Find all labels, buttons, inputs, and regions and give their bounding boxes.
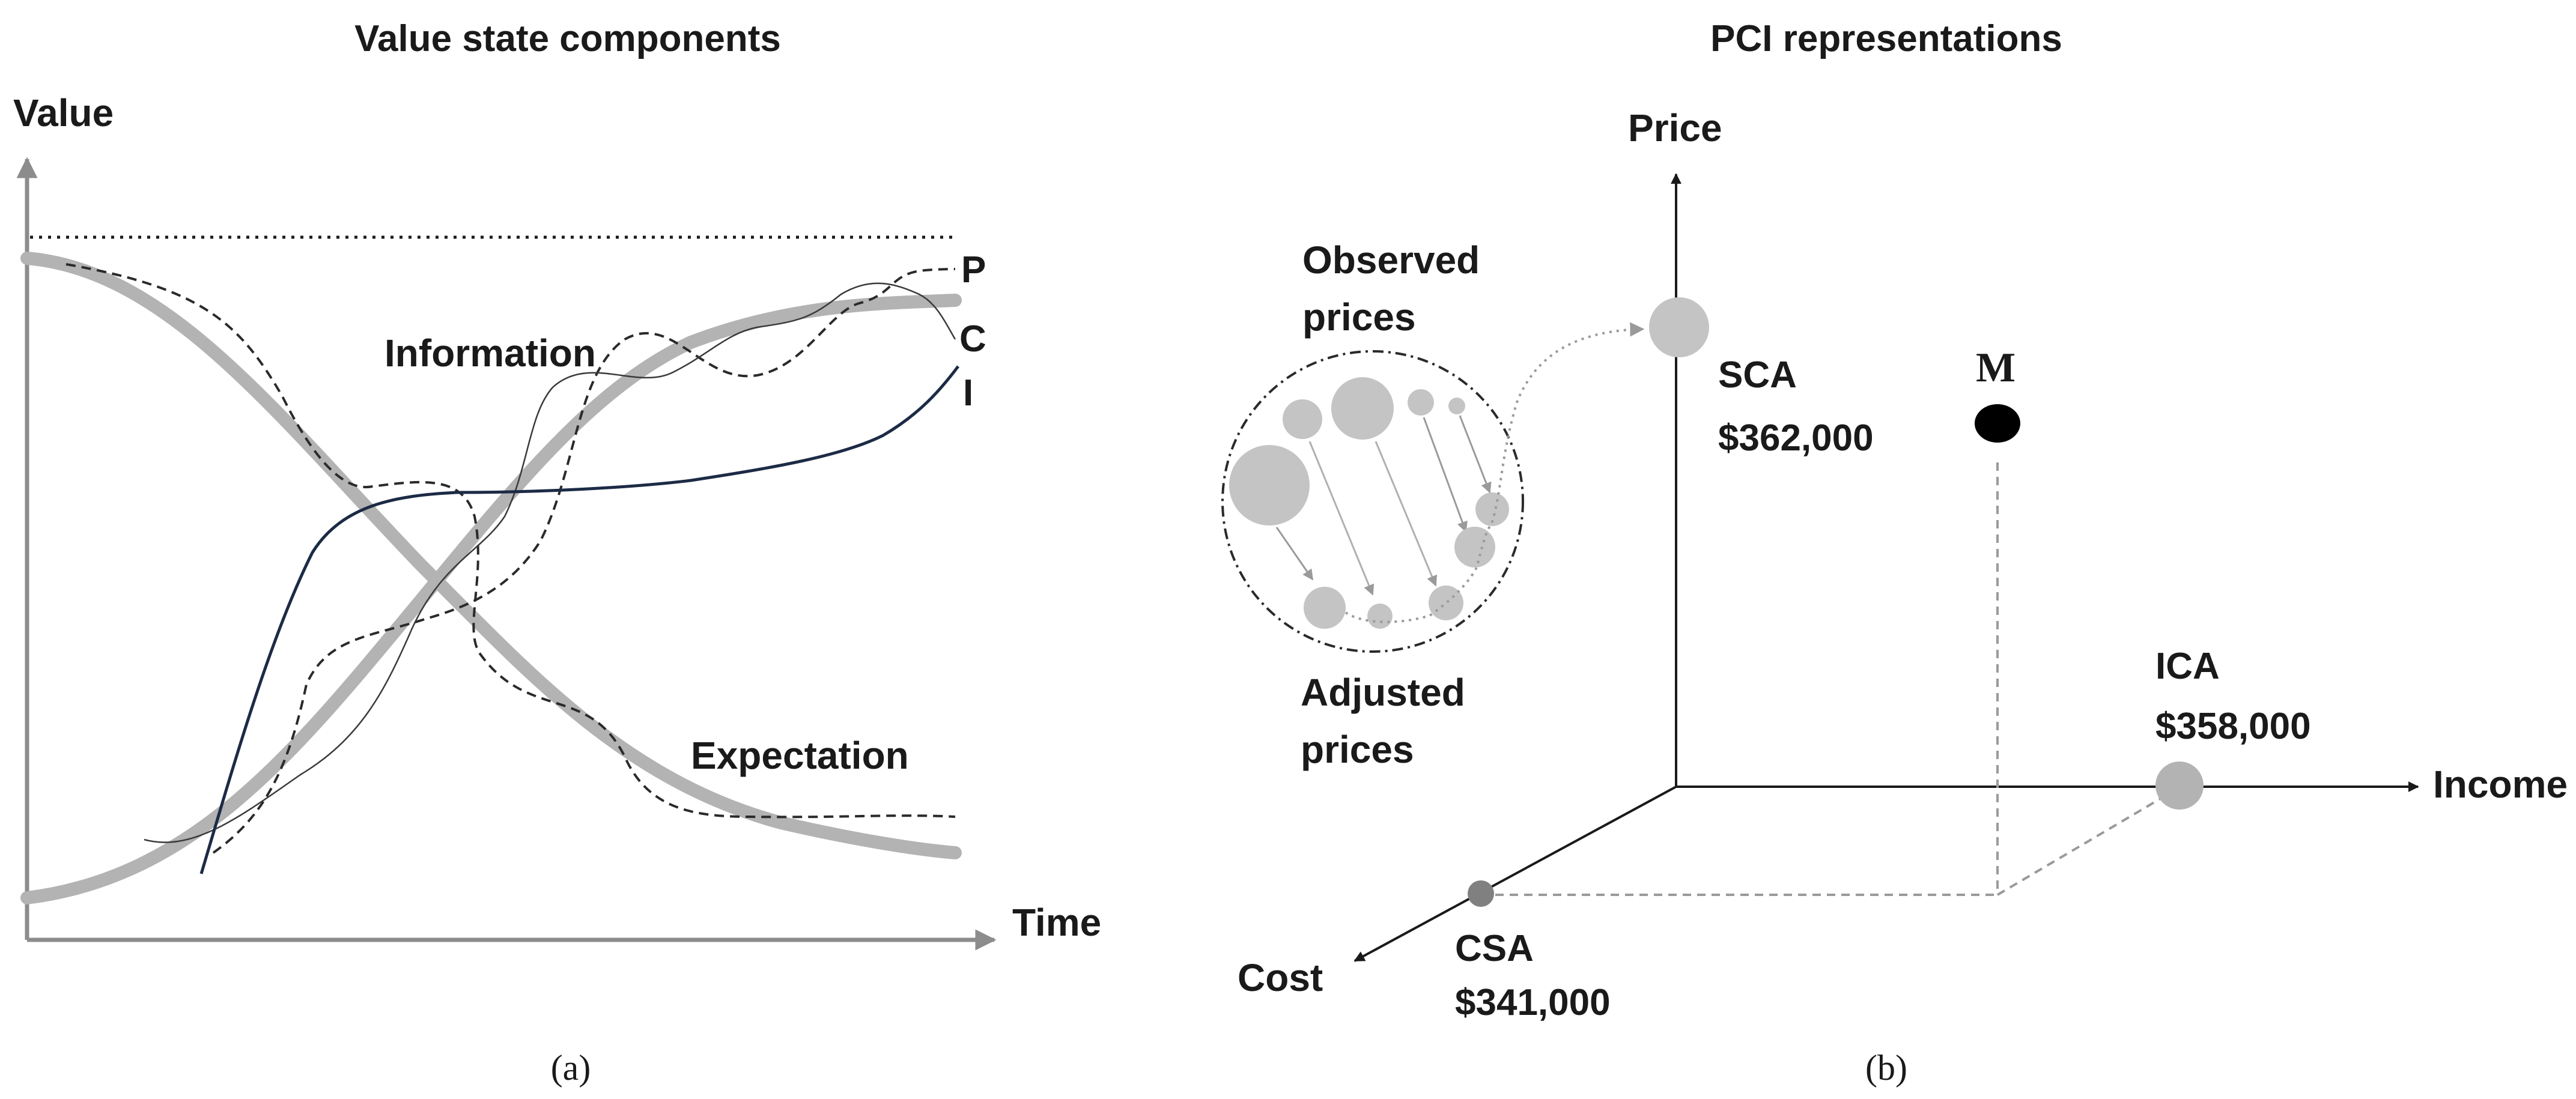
i-curve bbox=[199, 365, 959, 874]
observed-bubble bbox=[1448, 398, 1465, 414]
adjustment-arrow bbox=[1459, 415, 1492, 494]
sca-name: SCA bbox=[1718, 354, 1797, 396]
c-label: C bbox=[959, 318, 986, 360]
panel-b-title: PCI representations bbox=[1710, 18, 2062, 59]
panel-a-y-axis-label: Value bbox=[13, 91, 114, 135]
panel-a-x-axis-label: Time bbox=[1012, 901, 1101, 944]
panel-a: Value state components Value Time Inform… bbox=[13, 18, 1101, 1088]
information-label: Information bbox=[384, 332, 596, 375]
cost-axis bbox=[1353, 786, 1677, 962]
observed-bubble bbox=[1408, 389, 1434, 416]
adjustment-arrow bbox=[1308, 441, 1375, 596]
sca-value: $362,000 bbox=[1718, 417, 1874, 459]
ica-value: $358,000 bbox=[2155, 706, 2311, 747]
csa-name: CSA bbox=[1455, 928, 1534, 969]
observed-bubble bbox=[1331, 377, 1394, 440]
adjusted-bubble bbox=[1304, 587, 1346, 629]
income-axis-label: Income bbox=[2433, 763, 2568, 806]
adjustment-arrow bbox=[1375, 441, 1438, 587]
i-label: I bbox=[963, 372, 973, 414]
adjusted-bubble bbox=[1367, 604, 1393, 629]
panel-b: PCI representations Price Income Cost SC… bbox=[1221, 18, 2568, 1088]
p-label: P bbox=[961, 249, 986, 291]
csa-value: $341,000 bbox=[1455, 982, 1611, 1023]
ica-name: ICA bbox=[2155, 646, 2220, 687]
adjusted-bubble bbox=[1429, 586, 1463, 620]
price-axis-label: Price bbox=[1628, 106, 1722, 150]
p-curve-rising bbox=[212, 268, 956, 854]
adjusted-bubble bbox=[1454, 527, 1495, 568]
adjusted-label-line1: Adjusted bbox=[1301, 671, 1465, 714]
adjustment-arrow bbox=[1423, 417, 1468, 533]
observed-label-line2: prices bbox=[1302, 295, 1416, 339]
expectation-curve bbox=[20, 252, 962, 859]
price-cluster-boundary bbox=[1221, 350, 1524, 653]
adjustment-arrow bbox=[1275, 527, 1314, 581]
m-point bbox=[1975, 404, 2020, 443]
panel-a-caption: (a) bbox=[551, 1048, 591, 1088]
adjusted-label-line2: prices bbox=[1301, 728, 1414, 771]
adjusted-bubble bbox=[1475, 492, 1509, 526]
panel-a-title: Value state components bbox=[354, 18, 781, 59]
csa-point bbox=[1468, 880, 1494, 907]
m-name: M bbox=[1976, 345, 2016, 391]
p-curve-falling bbox=[65, 263, 956, 819]
sca-point bbox=[1649, 297, 1709, 357]
observed-label-line1: Observed bbox=[1302, 238, 1480, 282]
panel-b-caption: (b) bbox=[1865, 1048, 1907, 1088]
c-curve bbox=[144, 282, 956, 843]
cost-axis-label: Cost bbox=[1238, 956, 1323, 999]
adjusted-to-sca-connector bbox=[1344, 322, 1645, 623]
observed-bubble bbox=[1229, 445, 1310, 525]
observed-bubble bbox=[1283, 399, 1322, 439]
information-curve bbox=[20, 294, 962, 904]
expectation-label: Expectation bbox=[691, 734, 909, 777]
ica-projection bbox=[1996, 786, 2182, 896]
ica-point bbox=[2155, 761, 2204, 810]
